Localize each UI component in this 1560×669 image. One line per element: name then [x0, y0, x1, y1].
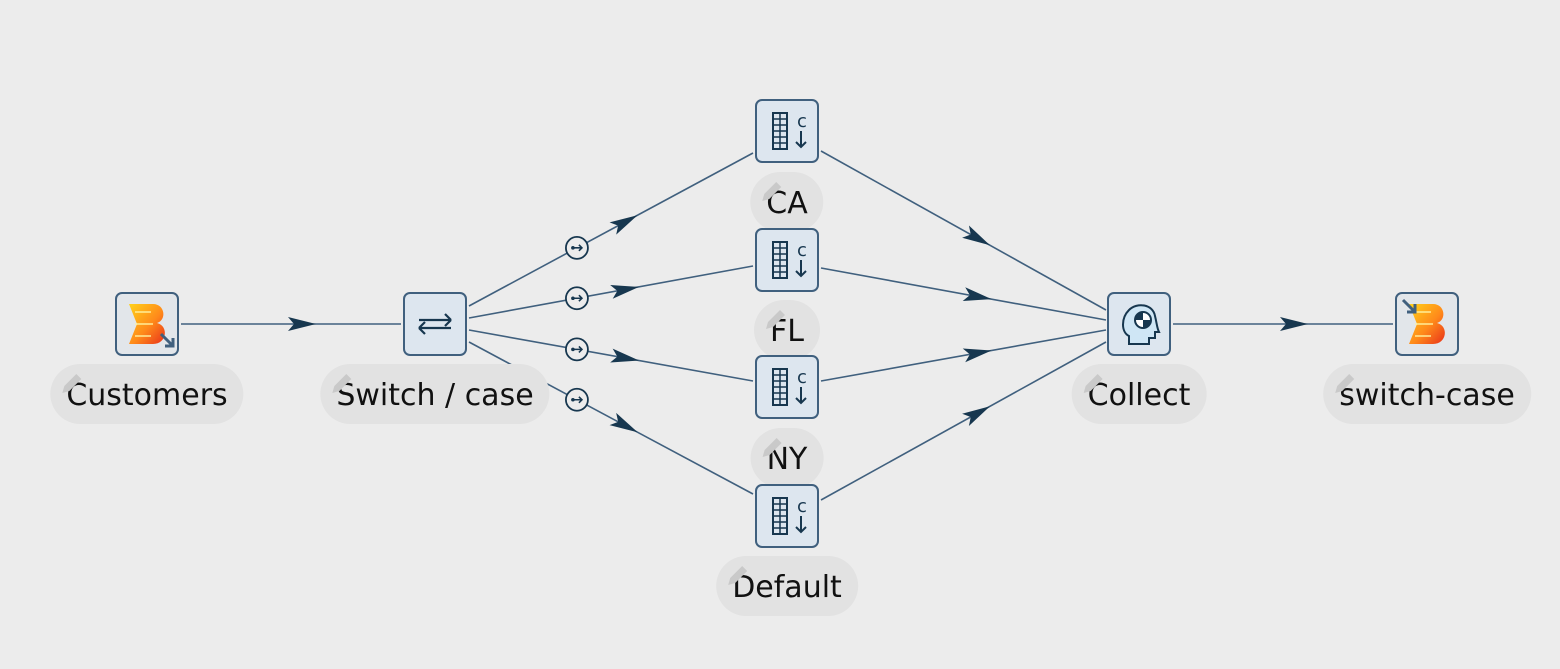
node-label-text: Switch / case [336, 378, 534, 413]
pencil-icon[interactable] [762, 307, 788, 333]
hop-arrowhead [288, 317, 316, 331]
hop-arrowhead [609, 412, 638, 433]
node-label-collect[interactable]: Collect [1071, 364, 1207, 424]
hop-switch-to-fl[interactable] [468, 265, 754, 319]
transform-node-customers[interactable] [115, 292, 179, 356]
hop-switch-to-ca[interactable] [468, 152, 754, 307]
node-label-text: Default [732, 570, 842, 605]
hop-arrowhead [962, 287, 992, 301]
hop-ca-to-collect[interactable] [820, 150, 1107, 311]
hop-arrowhead [962, 406, 990, 427]
file-input-icon [129, 304, 175, 348]
hop-customers-to-switch[interactable] [181, 317, 401, 331]
add-constant-icon: c [772, 496, 807, 535]
node-label-ca[interactable]: CA [750, 172, 824, 232]
hop-arrowhead [962, 225, 990, 246]
pencil-icon[interactable] [758, 179, 784, 205]
pencil-icon[interactable] [1080, 371, 1106, 397]
hop-switch-to-ny[interactable] [468, 329, 754, 382]
transform-node-collect[interactable] [1107, 292, 1171, 356]
switch-arrows-icon [418, 313, 452, 335]
transform-node-fl[interactable]: c [755, 228, 819, 292]
case-hop-icon [565, 286, 589, 311]
hop-arrowhead [962, 348, 992, 363]
collect-head-icon [1122, 304, 1161, 345]
hop-arrowhead [610, 348, 639, 363]
transform-node-switch[interactable] [403, 292, 467, 356]
transform-node-ca[interactable]: c [755, 99, 819, 163]
pencil-icon[interactable] [1331, 371, 1357, 397]
transform-node-output[interactable] [1395, 292, 1459, 356]
svg-text:c: c [797, 496, 807, 517]
case-hop-icon [565, 387, 589, 412]
transform-node-ny[interactable]: c [755, 355, 819, 419]
hop-arrowhead [609, 215, 638, 235]
hop-ny-to-collect[interactable] [820, 329, 1107, 382]
hop-arrowhead [1280, 317, 1308, 331]
hop-default-to-collect[interactable] [820, 341, 1107, 501]
node-label-ny[interactable]: NY [750, 428, 824, 488]
pencil-icon[interactable] [724, 563, 750, 589]
pencil-icon[interactable] [58, 371, 84, 397]
case-hop-icon [565, 235, 589, 260]
pencil-icon[interactable] [328, 371, 354, 397]
transform-node-default[interactable]: c [755, 484, 819, 548]
hop-collect-to-output[interactable] [1173, 317, 1393, 331]
node-label-output[interactable]: switch-case [1323, 364, 1531, 424]
node-label-fl[interactable]: FL [754, 300, 820, 360]
svg-text:c: c [797, 367, 807, 388]
add-constant-icon: c [772, 111, 807, 150]
svg-text:c: c [797, 240, 807, 261]
node-label-text: Collect [1087, 378, 1191, 413]
svg-text:c: c [797, 111, 807, 132]
file-output-icon [1401, 298, 1445, 344]
node-label-customers[interactable]: Customers [50, 364, 244, 424]
hop-fl-to-collect[interactable] [820, 267, 1107, 321]
hop-arrowhead [610, 285, 639, 299]
case-hop-icon [565, 337, 589, 362]
node-label-default[interactable]: Default [716, 556, 858, 616]
node-label-text: Customers [66, 378, 228, 413]
node-label-text: switch-case [1339, 378, 1515, 413]
node-label-switch[interactable]: Switch / case [320, 364, 550, 424]
add-constant-icon: c [772, 367, 807, 406]
add-constant-icon: c [772, 240, 807, 279]
pencil-icon[interactable] [759, 435, 785, 461]
